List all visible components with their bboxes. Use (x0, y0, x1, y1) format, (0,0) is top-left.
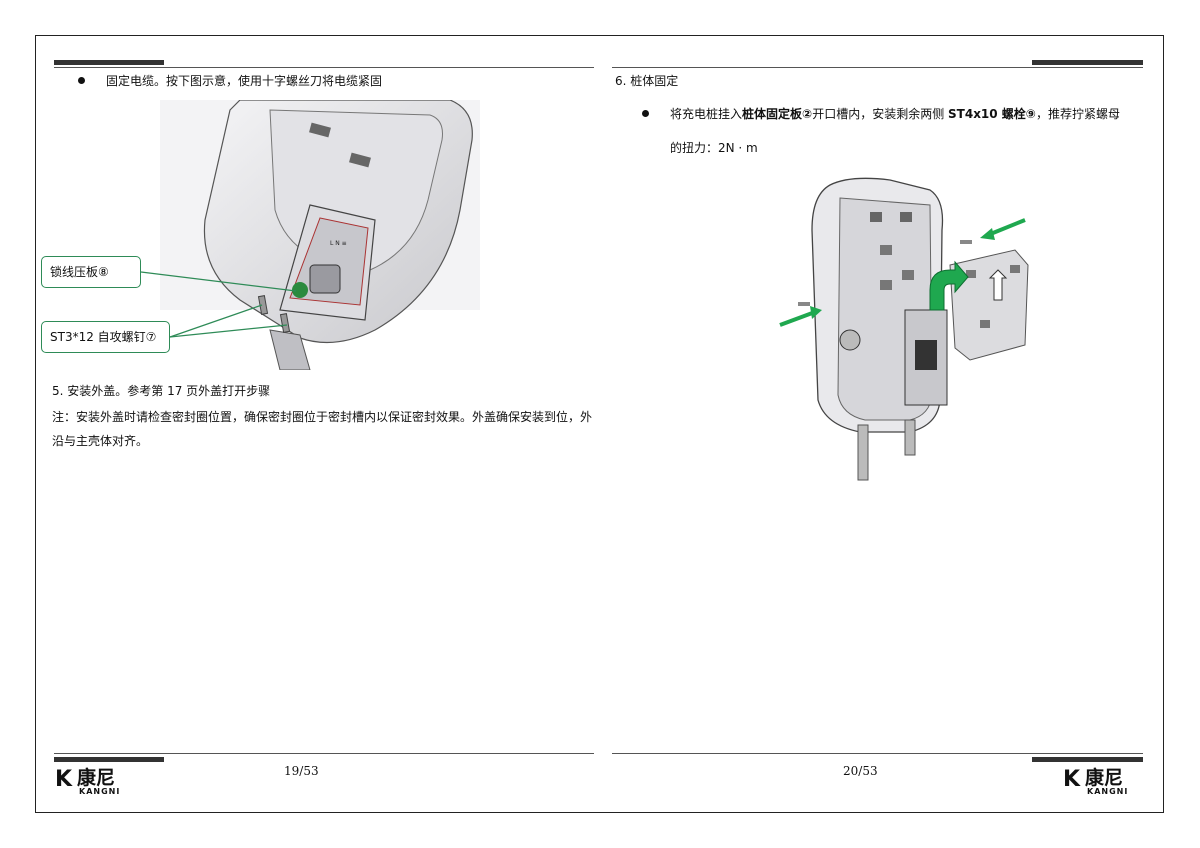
logo-mark: K (1063, 767, 1081, 792)
cable-fixing-illustration: L N ≡ (160, 100, 480, 370)
step5-heading: 5. 安装外盖。参考第 17 页外盖打开步骤 (52, 384, 271, 398)
footer-bar-left (54, 757, 164, 762)
page-number-left: 19/53 (284, 764, 319, 778)
footer-rule-left (54, 753, 594, 754)
step6-heading: 6. 桩体固定 (615, 74, 679, 88)
bolt-ref: ST4x10 螺栓⑨ (948, 107, 1036, 121)
bullet-text-part3: ，推荐拧紧螺母 (1035, 107, 1120, 121)
header-rule-right (612, 67, 1143, 68)
step6-bullet-line2: 的扭力：2N · m (670, 141, 758, 155)
svg-text:L N ≡: L N ≡ (330, 240, 347, 247)
step5-note: 注：安装外盖时请检查密封圈位置，确保密封圈位于密封槽内以保证密封效果。外盖确保安… (52, 410, 593, 448)
footer-rule-right (612, 753, 1143, 754)
bullet-dot (642, 110, 649, 117)
bullet-text-part1: 将充电桩挂入 (670, 107, 743, 121)
page-frame (35, 35, 1164, 813)
kangni-logo-left: K 康尼 KANGNI (55, 766, 137, 798)
page-number-right: 20/53 (843, 764, 878, 778)
logo-name-cn: 康尼 (77, 767, 116, 789)
lock-plate-label: 锁线压板⑧ (50, 265, 109, 279)
lock-plate-callout: 锁线压板⑧ (41, 256, 141, 288)
logo-mark: K (55, 767, 73, 792)
screw-callout: ST3*12 自攻螺钉⑦ (41, 321, 170, 353)
charger-mounting-illustration (779, 177, 1029, 481)
header-rule-left (54, 67, 594, 68)
bullet-text-part2: 开口槽内，安装剩余两侧 (812, 107, 949, 121)
bullet-dot (78, 77, 85, 84)
screw-label: ST3*12 自攻螺钉⑦ (50, 330, 157, 344)
logo-name-en: KANGNI (1087, 787, 1129, 796)
fix-cable-text: 固定电缆。按下图示意，使用十字螺丝刀将电缆紧固 (106, 74, 383, 88)
header-bar-right (1032, 60, 1143, 65)
header-bar-left (54, 60, 164, 65)
kangni-logo-right: K 康尼 KANGNI (1063, 766, 1145, 798)
logo-name-cn: 康尼 (1085, 767, 1124, 789)
logo-name-en: KANGNI (79, 787, 121, 796)
mounting-plate-ref: 桩体固定板② (742, 107, 813, 121)
step6-bullet-line1: 将充电桩挂入桩体固定板②开口槽内，安装剩余两侧 ST4x10 螺栓⑨，推荐拧紧螺… (670, 106, 1120, 122)
footer-bar-right (1032, 757, 1143, 762)
